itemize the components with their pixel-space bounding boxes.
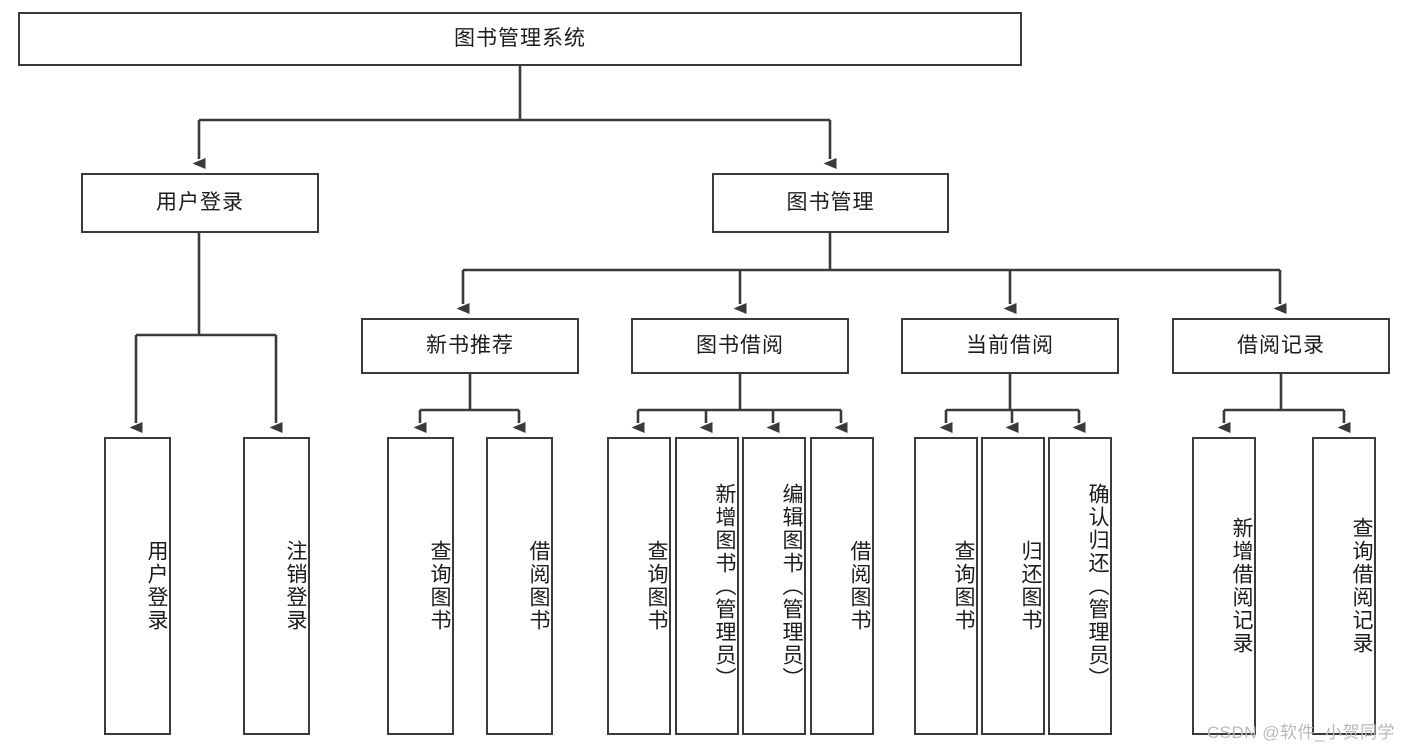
node-leaf-query-book-current-label: 查询图书 <box>952 540 975 632</box>
node-root[interactable]: 图书管理系统 <box>18 12 1022 66</box>
node-user-login[interactable]: 用户登录 <box>81 173 319 233</box>
node-book-management[interactable]: 图书管理 <box>712 173 949 233</box>
node-borrow-records-label: 借阅记录 <box>1237 334 1325 358</box>
node-book-management-label: 图书管理 <box>786 191 875 215</box>
node-leaf-edit-book-label: 编辑图书（管理员） <box>780 482 803 690</box>
node-leaf-add-book-label: 新增图书（管理员） <box>713 482 736 690</box>
node-leaf-borrow-book-recommend-label: 借阅图书 <box>527 540 550 632</box>
node-borrow-records[interactable]: 借阅记录 <box>1172 318 1390 374</box>
node-leaf-add-borrow-record-label: 新增借阅记录 <box>1230 517 1253 655</box>
node-book-borrow-label: 图书借阅 <box>696 334 784 358</box>
node-leaf-borrow-book-label: 借阅图书 <box>848 540 871 632</box>
node-leaf-confirm-return[interactable]: 确认归还（管理员） <box>1048 437 1112 735</box>
node-current-borrow-label: 当前借阅 <box>966 334 1054 358</box>
node-leaf-query-book-current[interactable]: 查询图书 <box>914 437 978 735</box>
node-new-book-recommend-label: 新书推荐 <box>426 334 514 358</box>
node-leaf-query-borrow-record[interactable]: 查询借阅记录 <box>1312 437 1376 735</box>
node-leaf-add-borrow-record[interactable]: 新增借阅记录 <box>1192 437 1256 735</box>
node-leaf-return-book[interactable]: 归还图书 <box>981 437 1045 735</box>
node-leaf-query-book-borrow-label: 查询图书 <box>645 540 668 632</box>
node-user-login-label: 用户登录 <box>156 191 244 215</box>
node-leaf-query-book-borrow[interactable]: 查询图书 <box>607 437 671 735</box>
node-leaf-borrow-book-recommend[interactable]: 借阅图书 <box>486 437 553 735</box>
node-current-borrow[interactable]: 当前借阅 <box>901 318 1119 374</box>
node-book-borrow[interactable]: 图书借阅 <box>631 318 849 374</box>
node-leaf-user-logout-label: 注销登录 <box>284 540 307 632</box>
node-leaf-return-book-label: 归还图书 <box>1019 540 1042 632</box>
node-leaf-user-login[interactable]: 用户登录 <box>104 437 171 735</box>
node-leaf-user-login-label: 用户登录 <box>145 540 168 632</box>
node-leaf-query-book-recommend-label: 查询图书 <box>428 540 451 632</box>
node-leaf-user-logout[interactable]: 注销登录 <box>243 437 310 735</box>
node-root-label: 图书管理系统 <box>454 27 586 51</box>
watermark: CSDN @软件_小贺同学 <box>1206 723 1395 742</box>
node-leaf-query-borrow-record-label: 查询借阅记录 <box>1350 517 1373 655</box>
node-leaf-confirm-return-label: 确认归还（管理员） <box>1086 482 1109 690</box>
node-leaf-borrow-book[interactable]: 借阅图书 <box>810 437 874 735</box>
node-leaf-query-book-recommend[interactable]: 查询图书 <box>387 437 454 735</box>
node-new-book-recommend[interactable]: 新书推荐 <box>361 318 579 374</box>
node-leaf-add-book[interactable]: 新增图书（管理员） <box>675 437 739 735</box>
node-leaf-edit-book[interactable]: 编辑图书（管理员） <box>742 437 806 735</box>
